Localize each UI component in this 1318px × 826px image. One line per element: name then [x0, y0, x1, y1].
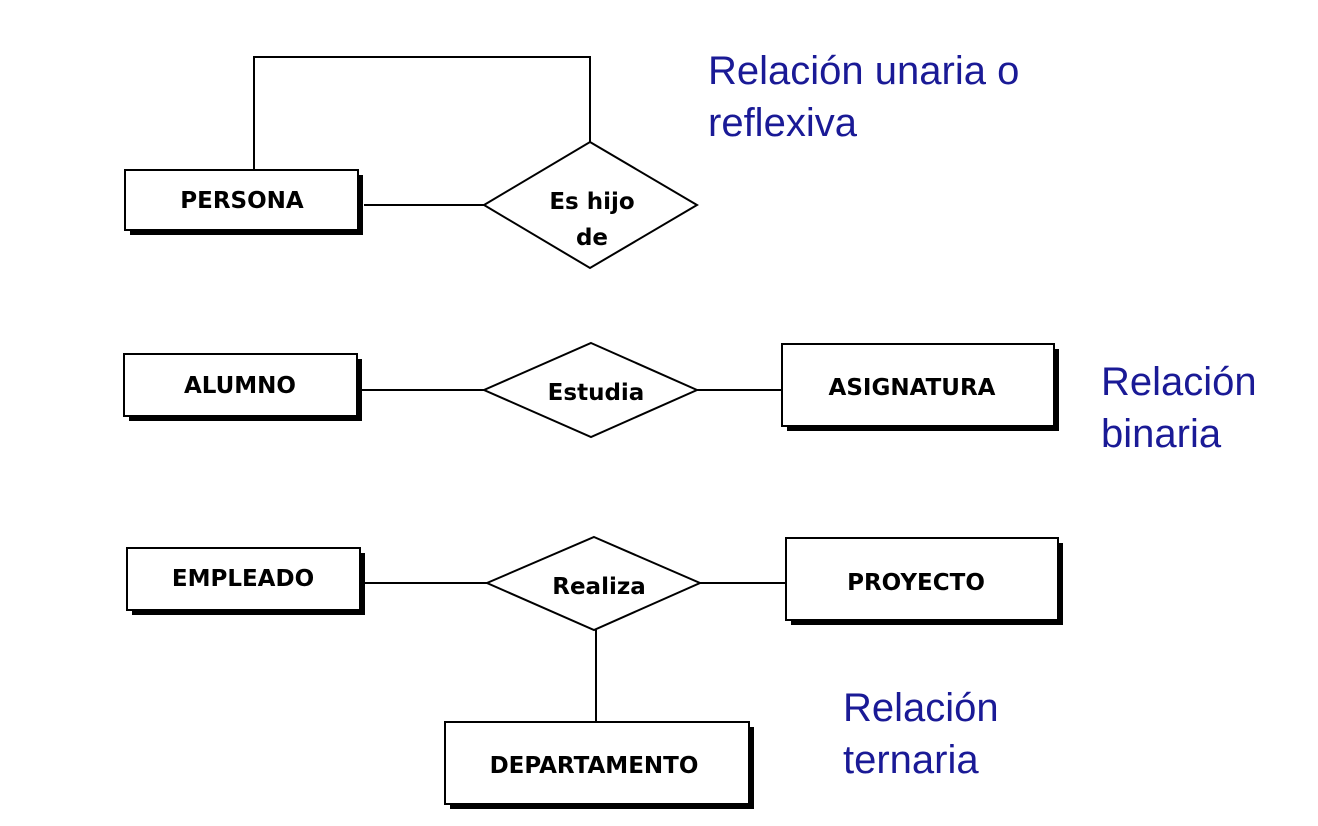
- binary-relation: ALUMNO Estudia ASIGNATURA: [123, 341, 1059, 439]
- entity-proyecto: PROYECTO: [785, 537, 1063, 625]
- caption-ternary: Relación ternaria: [843, 682, 999, 786]
- entity-label-persona: PERSONA: [180, 188, 304, 214]
- caption-ternary-line-1: Relación: [843, 686, 999, 730]
- ternary-relation: EMPLEADO Realiza PROYECTO DEPARTAMENTO: [126, 535, 1063, 809]
- caption-binary: Relación binaria: [1101, 356, 1257, 460]
- relationship-label-line-1: Es hijo: [549, 189, 634, 215]
- entity-box: [785, 537, 1059, 621]
- relationship-label-estudia: Estudia: [548, 380, 645, 406]
- entity-label-proyecto: PROYECTO: [847, 570, 985, 596]
- entity-box: [126, 547, 361, 611]
- caption-unary-line-1: Relación unaria o: [708, 49, 1020, 93]
- entity-box: [123, 353, 358, 417]
- unary-relation: PERSONA Es hijo de: [124, 56, 699, 270]
- relationship-diamond: [482, 140, 699, 270]
- entity-box: [781, 343, 1055, 427]
- relationship-diamond: [484, 535, 703, 632]
- entity-label-departamento: DEPARTAMENTO: [490, 753, 699, 779]
- relationship-diamond: [481, 341, 700, 439]
- entity-label-alumno: ALUMNO: [184, 373, 296, 399]
- entity-asignatura: ASIGNATURA: [781, 343, 1059, 431]
- entity-departamento: DEPARTAMENTO: [444, 721, 754, 809]
- entity-box: [124, 169, 359, 231]
- caption-ternary-line-2: ternaria: [843, 738, 979, 782]
- entity-label-asignatura: ASIGNATURA: [829, 375, 996, 401]
- entity-label-empleado: EMPLEADO: [172, 566, 314, 592]
- relationship-estudia: Estudia: [481, 341, 700, 439]
- entity-alumno: ALUMNO: [123, 353, 362, 421]
- caption-binary-line-2: binaria: [1101, 412, 1222, 456]
- relationship-label-realiza: Realiza: [552, 574, 646, 600]
- caption-binary-line-1: Relación: [1101, 360, 1257, 404]
- relationship-es-hijo-de: Es hijo de: [482, 140, 699, 270]
- entity-persona: PERSONA: [124, 169, 363, 235]
- entity-empleado: EMPLEADO: [126, 547, 365, 615]
- reflexive-loop-line: [253, 56, 591, 170]
- relationship-label-line-2: de: [576, 225, 608, 251]
- caption-unary: Relación unaria o reflexiva: [708, 45, 1019, 149]
- entity-box: [444, 721, 750, 805]
- caption-unary-line-2: reflexiva: [708, 101, 857, 145]
- relationship-realiza: Realiza: [484, 535, 703, 632]
